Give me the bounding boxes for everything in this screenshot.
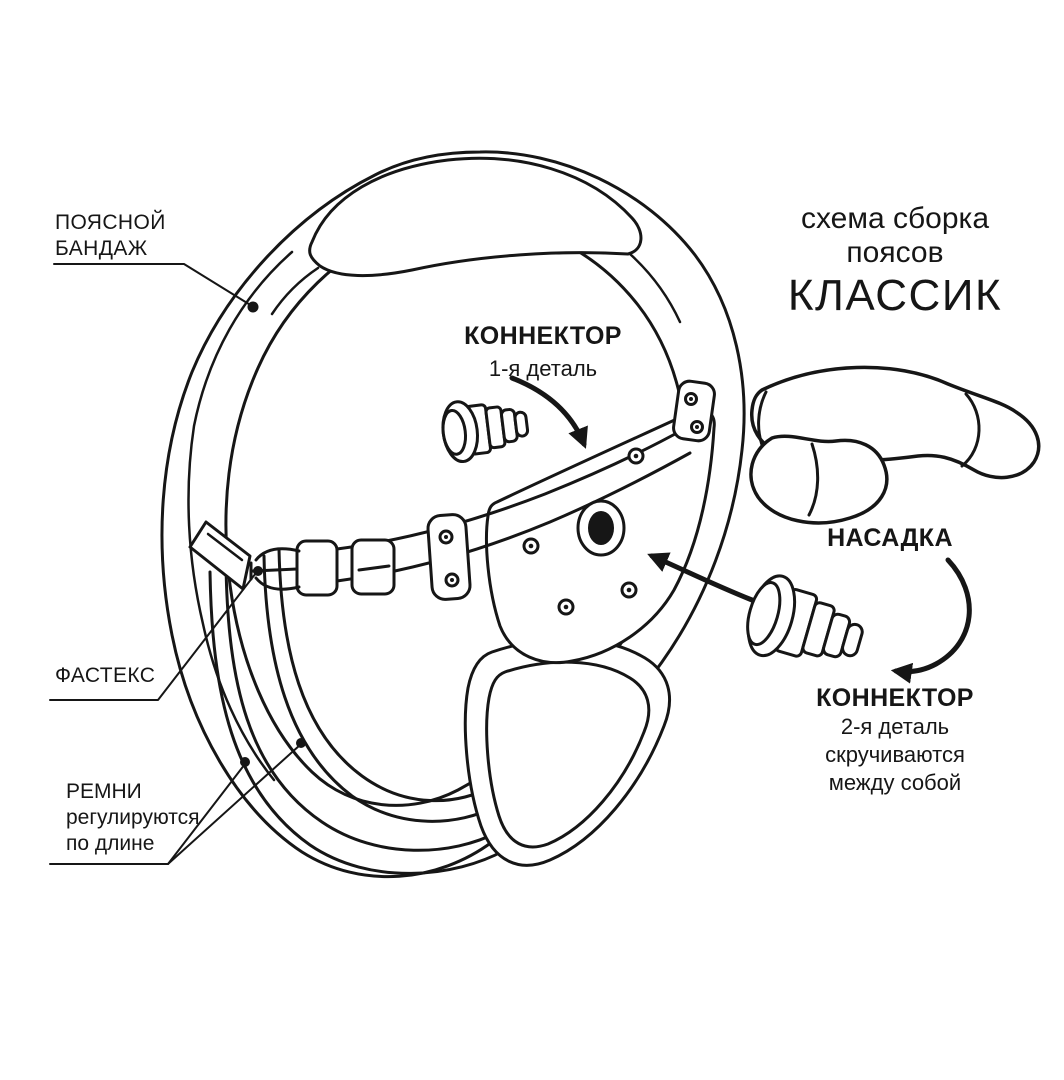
plate-center-hole xyxy=(576,499,626,557)
connector1-label-subtitle: 1-я деталь xyxy=(488,356,598,381)
leader-waist-band xyxy=(53,263,259,313)
arrow-connector2-to-hole xyxy=(647,552,755,603)
arrow-attachment-to-connector xyxy=(890,557,972,684)
straps-label-line1: РЕМНИ xyxy=(66,780,142,803)
connector2-label-line3: между собой xyxy=(828,770,962,795)
connector-1-plug xyxy=(441,400,530,464)
dildo-attachment xyxy=(749,365,1041,525)
scheme-title: схема сборка поясов КЛАССИК xyxy=(752,202,1038,320)
waist-band-label: ПОЯСНОЙ БАНДАЖ xyxy=(55,210,166,262)
fastex-label: ФАСТЕКС xyxy=(55,664,155,688)
strap-bracket xyxy=(426,513,472,601)
leader-fastex xyxy=(49,566,263,701)
fastex-label-title: ФАСТЕКС xyxy=(55,664,156,687)
attachment-label: НАСАДКА xyxy=(780,524,1000,553)
straps-label: РЕМНИ регулируются по длине xyxy=(66,779,200,857)
thong-strap-loop xyxy=(463,637,672,867)
waist-band-label-line1: ПОЯСНОЙ xyxy=(55,211,166,234)
attachment-label-title: НАСАДКА xyxy=(827,524,953,552)
connector2-label-line2: скручиваются xyxy=(825,742,965,767)
connector2-label: КОННЕКТОР 2-я деталь скручиваются между … xyxy=(770,684,1020,797)
scheme-title-line3: КЛАССИК xyxy=(787,271,1003,320)
scheme-title-line2: поясов xyxy=(846,236,944,269)
connector1-label-title: КОННЕКТОР xyxy=(464,322,622,350)
scheme-title-line1: схема сборка xyxy=(800,202,989,235)
connector2-label-line1: 2-я деталь xyxy=(840,714,950,739)
straps-label-line3: по длине xyxy=(66,832,155,855)
arrow-connector1-to-plate xyxy=(509,375,588,449)
hinge-tab xyxy=(672,379,716,443)
connector2-label-title: КОННЕКТОР xyxy=(816,684,974,712)
straps-label-line2: регулируются xyxy=(66,806,200,829)
connector-2-plug xyxy=(746,574,864,659)
strap-slider xyxy=(350,538,396,596)
waist-band-pad xyxy=(308,156,643,278)
fastex-buckle xyxy=(188,520,339,597)
leader-straps xyxy=(49,738,306,865)
waist-band-label-line2: БАНДАЖ xyxy=(55,237,148,260)
leg-straps xyxy=(208,547,507,875)
connector1-label: КОННЕКТОР 1-я деталь xyxy=(423,322,663,382)
waist-strap xyxy=(335,426,692,583)
plate-screws xyxy=(522,447,645,616)
